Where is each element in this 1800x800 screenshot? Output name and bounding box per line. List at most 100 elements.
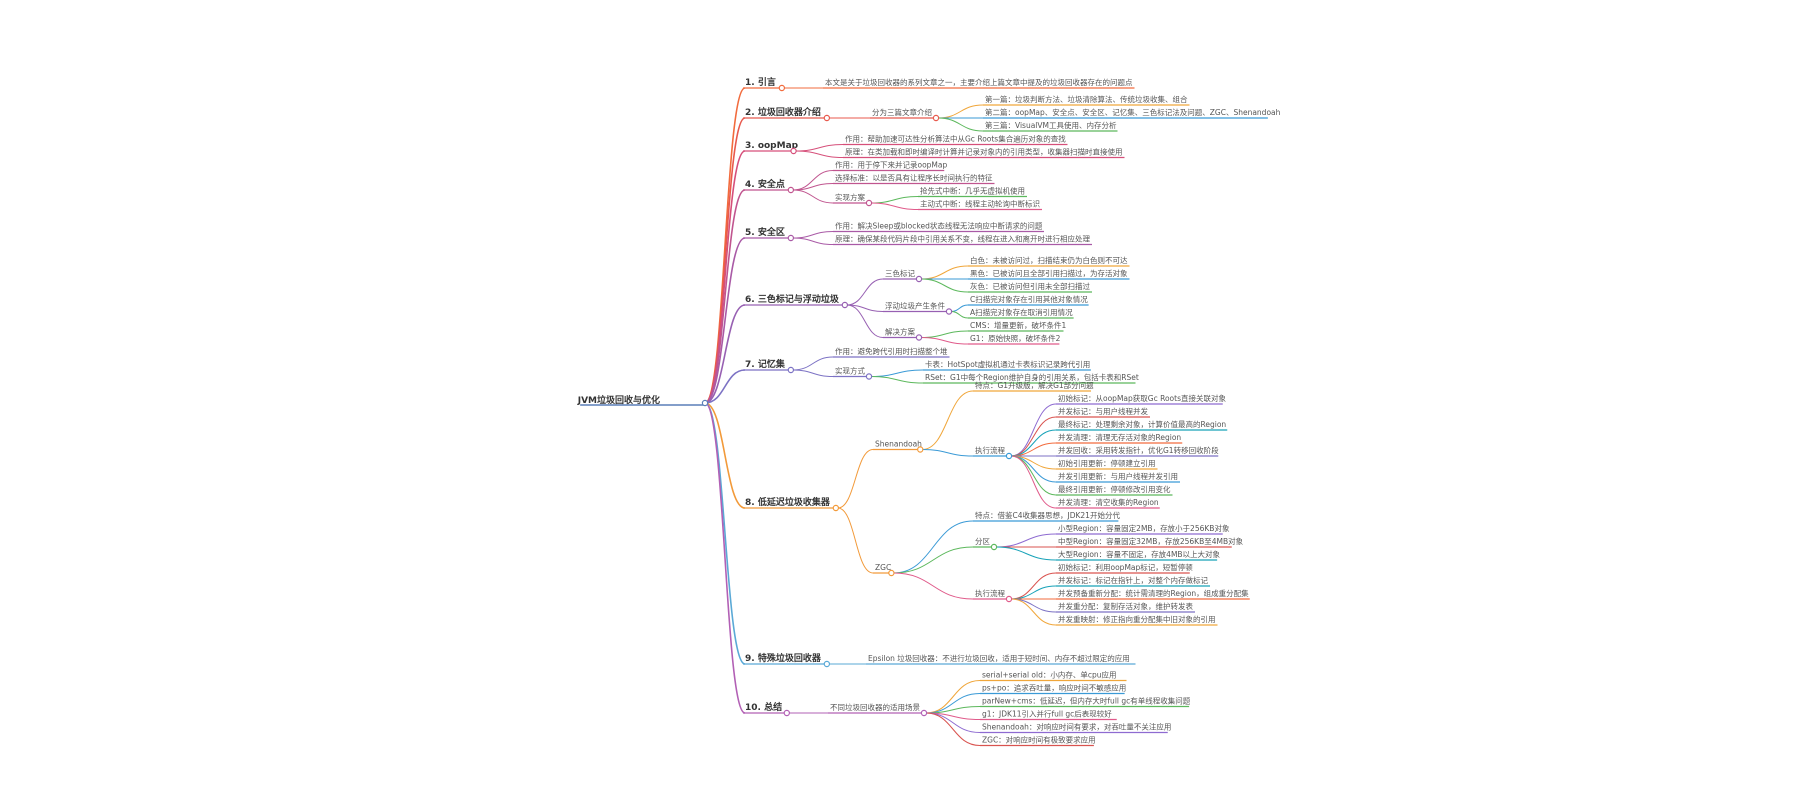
branch-collapse-toggle[interactable] [783,709,791,717]
leaf-topic[interactable]: 选择标准：以是否具有让程序长时间执行的特征 [835,173,993,183]
sub-topic[interactable]: 执行流程 [975,445,1005,455]
sub-topic[interactable]: 浮动垃圾产生条件 [885,301,945,311]
branch-topic[interactable]: 4. 安全点 [745,178,785,190]
leaf-topic[interactable]: 并发清理：清理无存活对象的Region [1058,432,1181,442]
sub-topic[interactable]: ZGC [875,563,891,572]
branch-connector [704,402,746,665]
branch-topic[interactable]: 1. 引言 [745,76,776,88]
branch-collapse-toggle[interactable] [787,186,795,194]
branch-topic[interactable]: 10. 总结 [745,701,782,713]
sub-connector [792,189,834,204]
sub-collapse-toggle[interactable] [1005,452,1013,460]
sub-collapse-toggle[interactable] [915,275,923,283]
leaf-topic[interactable]: 并发标记：与用户线程并发 [1058,406,1148,416]
leaf-topic[interactable]: 原理：确保某段代码片段中引用关系不变，线程在进入和离开时进行相应处理 [835,234,1090,244]
leaf-topic[interactable]: 初始标记：从oopMap获取Gc Roots直接关联对象 [1058,393,1226,403]
sub-topic[interactable]: 实现方案 [835,192,865,202]
sub-collapse-toggle[interactable] [932,114,940,122]
branch-collapse-toggle[interactable] [778,84,786,92]
leaf-topic[interactable]: ps+po：追求吞吐量，响应时间不敏感应用 [982,683,1126,693]
leaf-topic[interactable]: 最终标记：处理剩余对象，计算价值最高的Region [1058,419,1226,429]
leaf-topic[interactable]: 第一篇：垃圾判断方法、垃圾清除算法、传统垃圾收集、组合 [985,94,1188,104]
leaf-topic[interactable]: 灰色：已被访问但引用未全部扫描过 [970,281,1090,291]
branch-collapse-toggle[interactable] [787,234,795,242]
sub-collapse-toggle[interactable] [865,199,873,207]
sub-collapse-toggle[interactable] [990,543,998,551]
branch-topic[interactable]: 7. 记忆集 [745,358,786,370]
leaf-topic[interactable]: 作用：帮助加速可达性分析算法中从Gc Roots集合遍历对象的查找 [845,134,1066,144]
sub-connector [920,265,969,280]
branch-collapse-toggle[interactable] [832,504,840,512]
leaf-topic[interactable]: 第二篇：oopMap、安全点、安全区、记忆集、三色标记法及问题、ZGC、Shen… [985,107,1281,117]
branch-collapse-toggle[interactable] [823,660,831,668]
sub-topic[interactable]: Shenandoah [875,440,922,449]
leaf-topic[interactable]: g1：JDK11引入并行full gc后表现较好 [982,709,1112,719]
leaf-topic[interactable]: 并发标记：标记在指针上，对整个内存做标记 [1058,575,1208,585]
leaf-topic[interactable]: 大型Region：容量不固定，存放4MB以上大对象 [1058,549,1221,559]
sub-topic[interactable]: 三色标记 [885,268,915,278]
sub-collapse-toggle[interactable] [888,569,895,577]
sub-collapse-toggle[interactable] [920,709,928,717]
root-collapse-toggle[interactable] [701,399,709,407]
leaf-topic[interactable]: 最终引用更新：停顿修改引用变化 [1058,484,1171,494]
leaf-topic[interactable]: 初始引用更新：停顿建立引用 [1058,458,1156,468]
leaf-topic[interactable]: 作用：用于停下来并记录oopMap [835,160,948,170]
leaf-topic[interactable]: 并发重分配：复制存活对象，维护转发表 [1058,601,1193,611]
leaf-topic[interactable]: serial+serial old：小内存、单cpu应用 [982,670,1116,680]
leaf-topic[interactable]: parNew+cms：低延迟，但内存大时full gc有单线程收集问题 [982,696,1191,706]
leaf-topic[interactable]: 卡表：HotSpot虚拟机通过卡表标识记录跨代引用 [925,359,1090,369]
sub-topic[interactable]: 解决方案 [885,327,915,337]
branch-collapse-toggle[interactable] [787,366,795,374]
leaf-topic[interactable]: 并发清理：清空收集的Region [1058,497,1159,507]
leaf-topic[interactable]: 中型Region：容量固定32MB，存放256KB至4MB对象 [1058,536,1244,546]
branch-collapse-toggle[interactable] [790,147,797,155]
leaf-topic[interactable]: 小型Region：容量固定2MB，存放小于256KB对象 [1058,523,1230,533]
leaf-topic[interactable]: A扫描完对象存在取消引用情况 [970,307,1073,317]
leaf-topic[interactable]: CMS：增量更新，破坏条件1 [970,320,1066,330]
leaf-topic[interactable]: 主动式中断：线程主动轮询中断标识 [920,199,1040,209]
leaf-topic[interactable]: 第三篇：VisualVM工具使用、内存分析 [985,120,1117,130]
branch-topic[interactable]: 8. 低延迟垃圾收集器 [745,496,831,508]
leaf-topic[interactable]: C扫描完对象存在引用其他对象情况 [970,294,1088,304]
sub-collapse-toggle[interactable] [917,446,924,453]
leaf-topic[interactable]: 原理：在类加载和即时编译时计算并记录对象内的引用类型，收集器扫描时直接使用 [845,147,1123,157]
sub-collapse-toggle[interactable] [1005,595,1013,603]
sub-topic[interactable]: 分为三篇文章介绍 [872,107,932,117]
leaf-topic[interactable]: 抢先式中断：几乎无虚拟机使用 [920,186,1025,196]
leaf-topic[interactable]: G1：原始快照，破坏条件2 [970,333,1061,343]
branch-collapse-toggle[interactable] [823,114,831,122]
leaf-topic[interactable]: Epsilon 垃圾回收器：不进行垃圾回收，适用于短时间、内存不超过限定的应用 [868,653,1130,663]
leaf-topic[interactable]: Shenandoah：对响应时间有要求，对吞吐量不关注应用 [982,722,1171,732]
leaf-topic[interactable]: 黑色：已被访问且全部引用扫描过，为存活对象 [970,268,1128,278]
sub-topic[interactable]: 不同垃圾回收器的适用场景 [830,702,920,712]
leaf-topic[interactable]: 白色：未被访问过，扫描结束仍为白色则不可达 [970,255,1128,265]
leaf-topic[interactable]: 特点：G1升级版，解决G1部分问题 [975,380,1094,390]
branch-topic[interactable]: 2. 垃圾回收器介绍 [745,106,821,118]
sub-collapse-toggle[interactable] [945,308,953,315]
leaf-topic[interactable]: RSet：G1中每个Region维护自身的引用关系，包括卡表和RSet [925,372,1139,382]
sub-topic[interactable]: 实现方式 [835,366,865,376]
leaf-topic[interactable]: 特点：借鉴C4收集器思想，JDK21开始分代 [975,510,1120,520]
leaf-topic[interactable]: 并发引用更新：与用户线程并发引用 [1058,471,1178,481]
branch-topic[interactable]: 5. 安全区 [745,226,785,238]
sub-collapse-toggle[interactable] [915,334,923,341]
leaf-topic[interactable]: ZGC：对响应时间有极致要求应用 [982,735,1096,745]
leaf-topic[interactable]: 并发预备重新分配：统计需清理的Region，组成重分配集 [1058,588,1249,598]
leaf-topic[interactable]: 作用：避免跨代引用时扫描整个堆 [835,346,948,356]
branch-topic[interactable]: 3. oopMap [745,141,799,151]
sub-collapse-toggle[interactable] [865,373,873,380]
sub-connector [837,449,874,509]
branch-collapse-toggle[interactable] [841,301,849,309]
leaf-topic[interactable]: 并发重映射：修正指向重分配集中旧对象的引用 [1058,614,1216,624]
leaf-topic[interactable]: 作用：解决Sleep或blocked状态线程无法响应中断请求的问题 [835,221,1043,231]
sub-topic[interactable]: 执行流程 [975,588,1005,598]
sub-connector [795,150,844,158]
sub-topic[interactable]: 分区 [975,537,990,546]
leaf-topic[interactable]: 本文是关于垃圾回收器的系列文章之一，主要介绍上篇文章中提及的垃圾回收器存在的问题… [825,77,1133,87]
branch-topic[interactable]: 9. 特殊垃圾回收器 [745,652,822,664]
sub-connector [846,278,884,306]
branch-topic[interactable]: 6. 三色标记与浮动垃圾 [745,293,840,305]
leaf-topic[interactable]: 并发回收：采用转发指针，优化G1转移回收阶段 [1058,445,1219,455]
root-topic[interactable]: JVM垃圾回收与优化 [577,394,660,406]
leaf-topic[interactable]: 初始标记：利用oopMap标记，短暂停顿 [1058,562,1193,572]
